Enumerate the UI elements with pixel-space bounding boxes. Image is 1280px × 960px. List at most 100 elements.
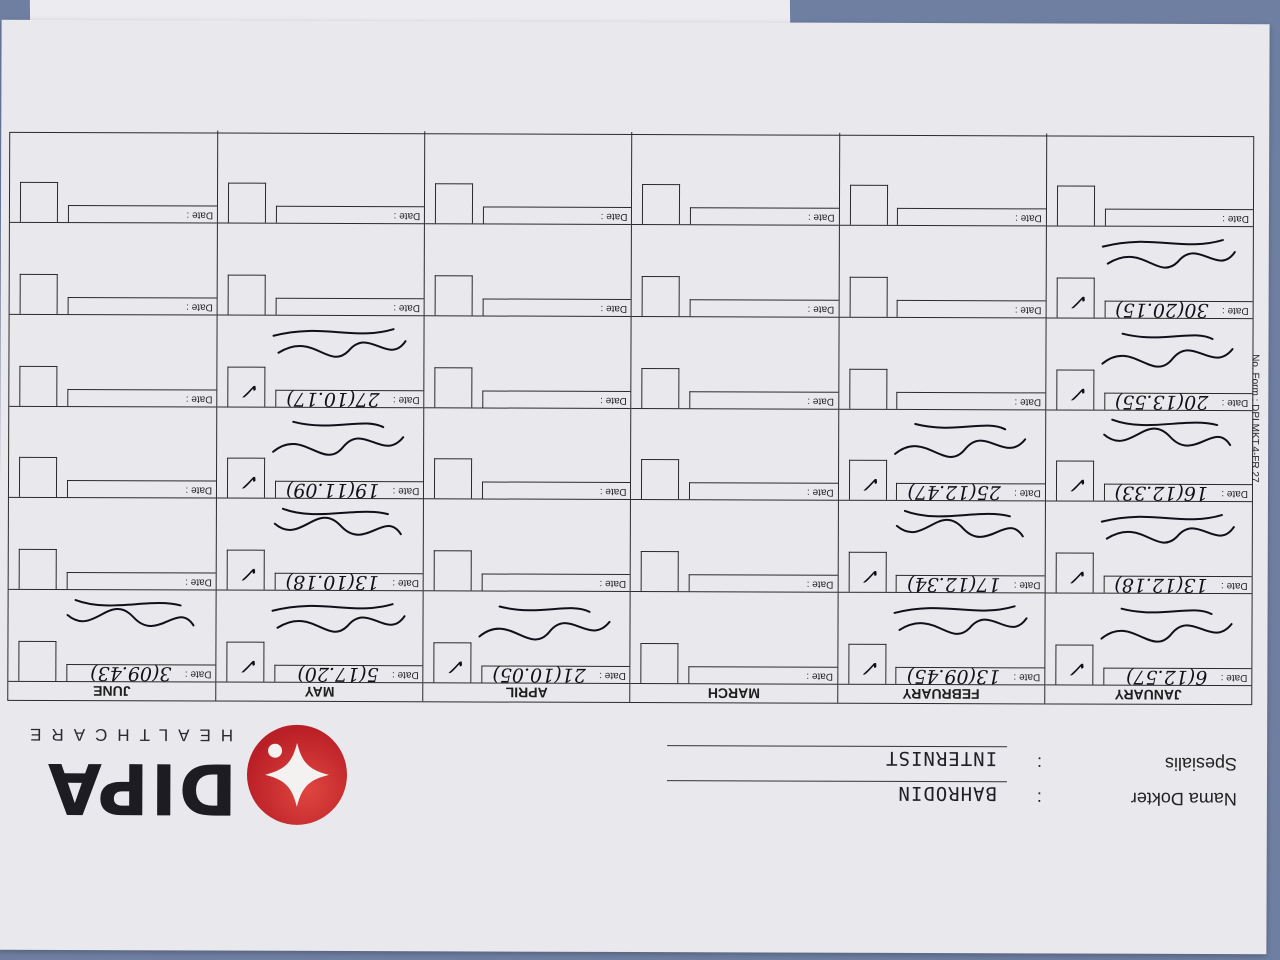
visit-cell[interactable]: Date :17(12.34)✓ — [838, 500, 1045, 595]
visit-cell[interactable]: Date : — [424, 406, 631, 500]
visit-cell[interactable]: Date :27(10.17) ✓ — [217, 314, 424, 410]
check-box[interactable] — [434, 275, 474, 316]
check-box[interactable]: ✓ — [1055, 552, 1094, 593]
visit-cell[interactable]: Date : — [9, 221, 218, 315]
check-box[interactable] — [848, 368, 888, 409]
date-field[interactable]: Date : — [897, 207, 1046, 226]
date-field[interactable]: Date :27(10.17) — [275, 387, 424, 410]
visit-cell[interactable]: Date :16(12.33) ✓ — [1045, 409, 1253, 504]
visit-cell[interactable]: Date :3(09.43) — [8, 589, 216, 684]
date-field[interactable]: Date : — [482, 390, 631, 408]
visit-cell[interactable]: Date : — [839, 224, 1046, 318]
check-box[interactable] — [1056, 185, 1095, 226]
check-box[interactable] — [642, 275, 681, 316]
date-field[interactable]: Date : — [66, 480, 217, 498]
visit-cell[interactable]: Date : — [631, 499, 838, 592]
visit-cell[interactable]: Date : — [10, 130, 218, 223]
date-field[interactable]: Date : — [67, 205, 218, 223]
visit-cell[interactable]: Date :13(09.45)✓ — [837, 591, 1045, 687]
visit-cell[interactable]: Date : — [425, 131, 632, 225]
visit-cell[interactable]: Date : — [424, 315, 632, 408]
date-field[interactable]: Date : — [66, 572, 216, 590]
date-field[interactable]: Date :20(13.55) — [1103, 390, 1253, 413]
date-field[interactable]: Date :13(12.18) — [1103, 574, 1252, 596]
date-field[interactable]: Date : — [897, 299, 1046, 318]
date-field[interactable]: Date : — [481, 573, 631, 592]
date-field[interactable]: Date :16(12.33) — [1103, 482, 1253, 504]
date-field[interactable]: Date : — [482, 298, 632, 316]
visit-cell[interactable]: Date :25(12.47) ✓ — [838, 408, 1046, 504]
visit-cell[interactable]: Date :13(12.18) ✓ — [1045, 500, 1252, 596]
visit-cell[interactable]: Date : — [218, 131, 425, 224]
check-box[interactable]: ✓ — [227, 457, 266, 499]
check-box[interactable] — [433, 550, 473, 591]
check-box[interactable] — [849, 184, 888, 225]
date-field[interactable]: Date : — [689, 299, 839, 317]
check-box[interactable]: ✓ — [1055, 644, 1094, 685]
visit-cell[interactable]: Date : — [1047, 134, 1253, 227]
check-box[interactable]: ✓ — [227, 366, 266, 407]
check-box[interactable]: ✓ — [848, 460, 887, 501]
check-box[interactable] — [227, 274, 266, 315]
check-box[interactable]: ✓ — [433, 642, 472, 683]
check-box[interactable]: ✓ — [848, 551, 887, 593]
visit-cell[interactable]: Date : — [424, 223, 632, 316]
check-box[interactable] — [641, 459, 680, 500]
check-box[interactable]: ✓ — [1055, 460, 1094, 502]
date-field[interactable]: Date : — [67, 388, 217, 407]
visit-cell[interactable]: Date : — [840, 133, 1046, 226]
check-box[interactable] — [18, 457, 58, 498]
visit-cell[interactable]: Date : — [632, 132, 839, 225]
date-field[interactable]: Date :25(12.47) — [896, 481, 1045, 504]
check-box[interactable] — [434, 366, 473, 408]
date-field[interactable]: Date : — [896, 391, 1046, 410]
date-field[interactable]: Date :19(11.09) — [274, 479, 424, 502]
date-field[interactable]: Date :3(09.43) — [66, 662, 216, 684]
date-field[interactable]: Date :5(17.20) — [274, 663, 423, 685]
visit-cell[interactable]: Date :21(10.05)✓ — [423, 590, 631, 686]
date-field[interactable]: Date : — [482, 481, 631, 500]
date-field[interactable]: Date : — [67, 296, 217, 315]
check-box[interactable]: ✓ — [847, 643, 887, 684]
check-box[interactable] — [849, 276, 888, 317]
visit-cell[interactable]: Date :30(20.15) ✓ — [1046, 225, 1253, 321]
date-field[interactable]: Date : — [275, 205, 425, 224]
visit-cell[interactable]: Date :13(10.18) ✓ — [216, 497, 424, 593]
visit-cell[interactable]: Date : — [838, 316, 1046, 410]
check-box[interactable] — [640, 643, 679, 684]
check-box[interactable] — [434, 458, 473, 499]
date-field[interactable]: Date : — [690, 207, 839, 225]
specialty-value[interactable]: INTERNIST — [885, 746, 998, 770]
date-field[interactable]: Date : — [275, 297, 425, 316]
date-field[interactable]: Date : — [482, 206, 632, 225]
visit-cell[interactable]: Date :5(17.20) ✓ — [216, 589, 423, 685]
visit-cell[interactable]: Date : — [631, 315, 839, 409]
visit-cell[interactable]: Date : — [217, 222, 425, 316]
visit-cell[interactable]: Date : — [423, 498, 631, 592]
check-box[interactable] — [19, 273, 58, 314]
date-field[interactable]: Date : — [1104, 208, 1253, 227]
check-box[interactable]: ✓ — [226, 641, 265, 682]
visit-cell[interactable]: Date :6(12.57) ✓ — [1045, 592, 1252, 688]
date-field[interactable]: Date : — [689, 482, 838, 501]
doctor-name-value[interactable]: BAHRODIN — [897, 781, 997, 805]
check-box[interactable] — [435, 183, 474, 224]
visit-cell[interactable]: Date : — [8, 405, 217, 498]
visit-cell[interactable]: Date : — [631, 407, 838, 501]
visit-cell[interactable]: Date :20(13.55)✓ — [1046, 317, 1253, 413]
check-box[interactable] — [19, 365, 58, 406]
date-field[interactable]: Date :30(20.15) — [1104, 298, 1253, 321]
check-box[interactable]: ✓ — [226, 549, 265, 590]
date-field[interactable]: Date : — [689, 390, 839, 409]
check-box[interactable] — [18, 549, 57, 590]
check-box[interactable] — [642, 184, 681, 225]
check-box[interactable]: ✓ — [1056, 277, 1095, 318]
check-box[interactable] — [641, 551, 680, 592]
check-box[interactable] — [641, 367, 680, 408]
date-field[interactable]: Date :6(12.57) — [1102, 666, 1252, 688]
check-box[interactable] — [228, 182, 267, 223]
date-field[interactable]: Date :13(10.18) — [274, 571, 424, 593]
date-field[interactable]: Date : — [688, 574, 838, 592]
visit-cell[interactable]: Date : — [8, 497, 217, 590]
visit-cell[interactable]: Date : — [9, 313, 217, 407]
